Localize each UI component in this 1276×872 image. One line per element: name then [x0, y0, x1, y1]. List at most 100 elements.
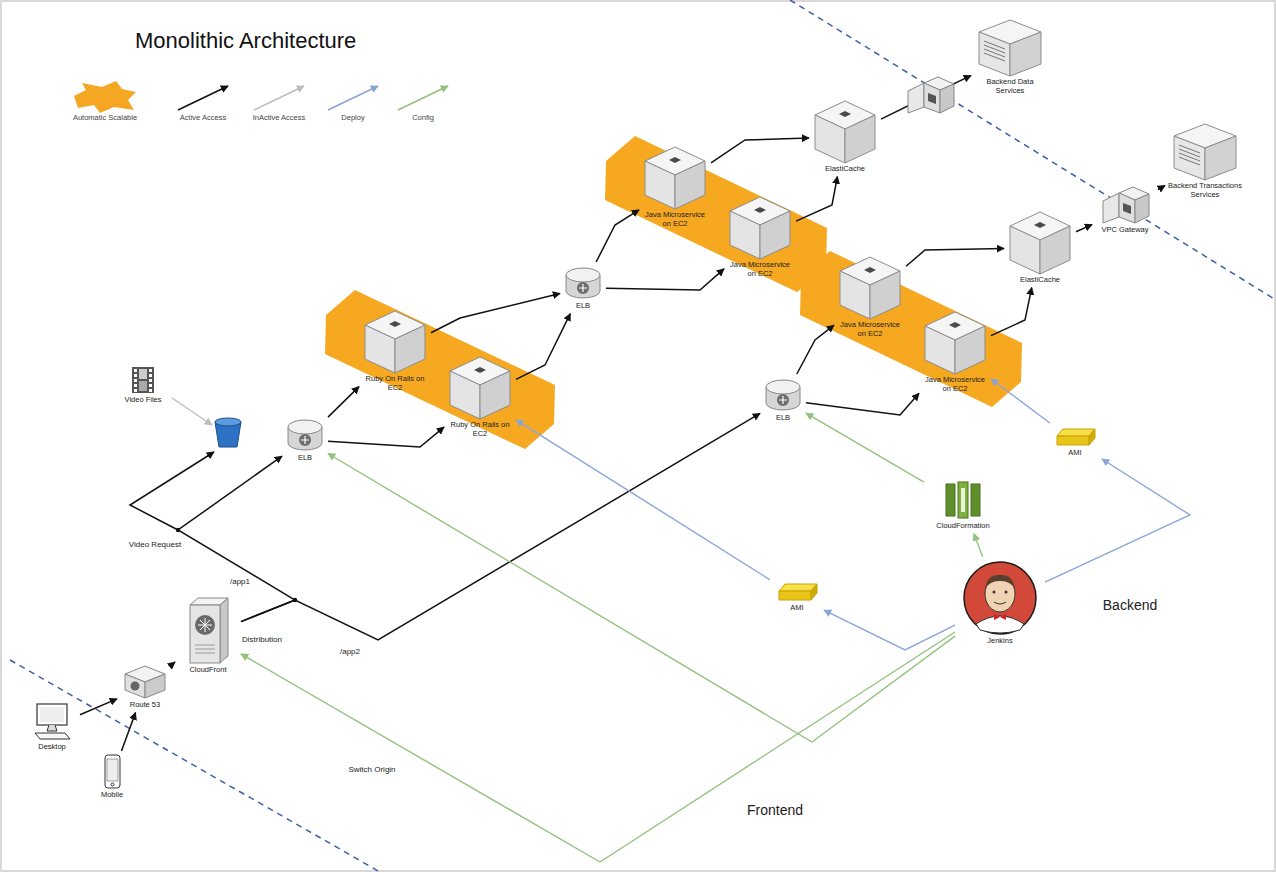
cube-mark	[949, 322, 961, 328]
connector	[906, 248, 1004, 266]
node-label: ElastiCache	[1020, 276, 1060, 285]
jenkins-ring	[964, 562, 1036, 634]
ami-icon	[1053, 426, 1097, 448]
elb-icon	[763, 377, 803, 413]
keyboard	[35, 733, 70, 739]
cube-right	[395, 325, 425, 373]
server-node: Java Microservice on EC2	[642, 146, 708, 228]
cube-right	[675, 161, 705, 209]
edge-label: /app1	[228, 577, 252, 587]
inactive-line	[172, 398, 212, 425]
cube-left	[645, 161, 675, 209]
cube-mark	[864, 267, 876, 273]
line-label: Distribution	[240, 635, 284, 645]
cdn-mark	[195, 615, 215, 635]
dns-right	[145, 674, 165, 698]
gateway-icon	[1099, 185, 1151, 225]
gateway-mark	[1123, 203, 1131, 214]
legend-sample	[390, 80, 456, 114]
server-node: Java Microservice on EC2	[922, 311, 988, 393]
legend-sample	[170, 80, 236, 114]
phone-screen	[107, 759, 118, 781]
boundary-line	[10, 660, 380, 872]
gateway-side	[940, 84, 954, 113]
elb-mark	[579, 284, 587, 292]
cdn-vents	[195, 645, 215, 653]
connector	[80, 699, 117, 715]
connector	[596, 210, 639, 262]
connector	[431, 293, 560, 332]
server-node: Ruby On Rails on EC2	[362, 310, 428, 392]
film-hole	[149, 379, 152, 382]
cube-right	[480, 371, 510, 419]
box-right	[1010, 32, 1041, 76]
bucket-icon	[215, 418, 241, 426]
server-node: ElastiCache	[1007, 211, 1073, 285]
cube-icon	[644, 146, 706, 210]
legend-line	[328, 86, 378, 110]
film-hole	[134, 389, 137, 392]
node-label: Backend Transactions Services	[1168, 182, 1242, 199]
provisioning-node: CloudFormation	[927, 479, 999, 531]
dns-mark	[131, 682, 140, 691]
scalable-band	[325, 290, 555, 449]
scalable-band	[605, 136, 827, 292]
film-hole	[134, 384, 137, 387]
connector	[178, 456, 295, 621]
cube-right	[1040, 226, 1070, 274]
ami-front	[779, 591, 811, 600]
monitor-stand	[47, 725, 57, 731]
image-node: AMI	[773, 581, 821, 613]
cdn-node: CloudFront	[178, 595, 238, 675]
box-vents	[1179, 145, 1200, 165]
node-label: Ruby On Rails on EC2	[447, 421, 513, 438]
gateway-side	[1135, 194, 1149, 223]
node-label: Desktop	[38, 743, 66, 752]
cube-icon	[814, 100, 876, 164]
legend-item: Active Access	[170, 80, 236, 123]
node-label: CloudFront	[189, 666, 226, 675]
node-label: Java Microservice on EC2	[837, 321, 903, 338]
backend-node: Backend Transactions Services	[1168, 123, 1242, 199]
ci-node: Jenkins	[958, 560, 1042, 646]
jenkins-icon	[962, 560, 1038, 636]
cube-left	[365, 325, 395, 373]
node-label: AMI	[790, 604, 803, 613]
connector	[173, 662, 175, 664]
cube-mark	[389, 321, 401, 327]
ami-front	[1057, 436, 1089, 445]
connector	[991, 379, 1050, 423]
elb-icon	[285, 417, 325, 453]
legend-label: InActive Access	[253, 114, 306, 123]
dns-node: Route 53	[120, 664, 170, 710]
cube-mark	[669, 157, 681, 163]
cube-left	[730, 211, 760, 259]
film-hole	[149, 389, 152, 392]
server-node: ElastiCache	[812, 100, 878, 174]
connector	[516, 420, 770, 580]
backend-icon	[1173, 123, 1237, 181]
image-node: AMI	[1051, 426, 1099, 458]
legend-sample	[320, 80, 386, 114]
film-hole	[149, 374, 152, 377]
cube-left	[450, 371, 480, 419]
node-label: ElastiCache	[825, 165, 865, 174]
boundary-line	[790, 0, 1276, 300]
film-frame	[139, 369, 147, 379]
elb-top	[766, 380, 800, 394]
node-label: ELB	[298, 454, 312, 463]
line-label: Video Request	[127, 540, 183, 550]
cube-mark	[754, 207, 766, 213]
legend-swatch	[74, 81, 136, 113]
connector	[328, 427, 444, 447]
connector	[1076, 225, 1092, 232]
cube-right	[870, 271, 900, 319]
gateway-mark	[928, 93, 936, 104]
elb-mark	[777, 394, 789, 406]
legend-line	[178, 86, 228, 110]
connector	[797, 325, 834, 374]
backend-node: Backend Data Services	[974, 19, 1046, 95]
jenkins-bowtie	[994, 614, 1006, 620]
cube-icon	[364, 310, 426, 374]
gateway-node: VPC Gateway	[1095, 185, 1155, 235]
